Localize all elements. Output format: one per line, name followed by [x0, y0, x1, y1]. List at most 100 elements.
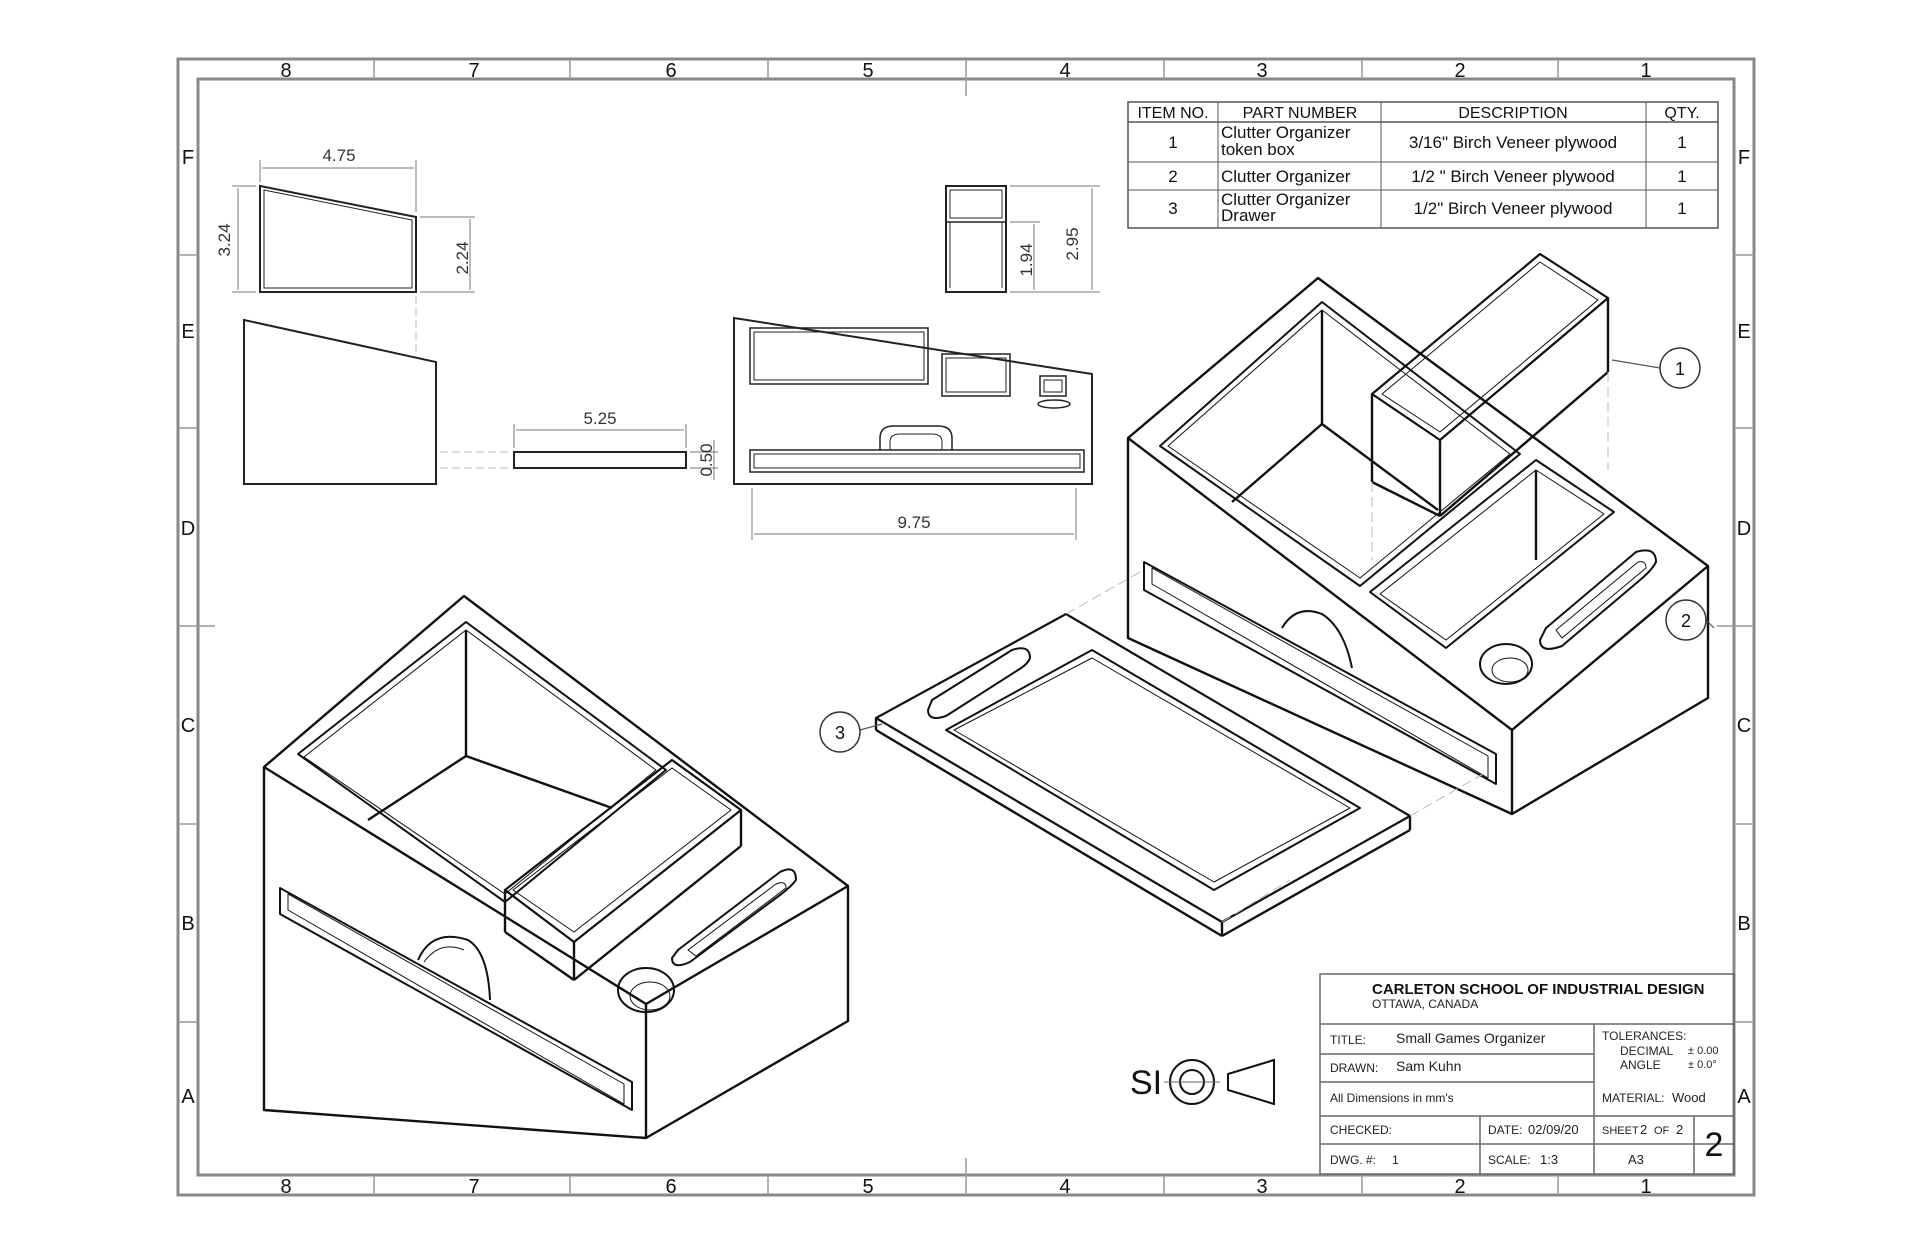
zone-col-5: 5 [862, 60, 873, 82]
zone-col-8: 8 [280, 60, 291, 82]
zone-row-A: A [181, 1086, 195, 1108]
tb-sheet-label: SHEET [1602, 1125, 1639, 1137]
balloon-3: 3 [819, 711, 883, 753]
dim-token-outer: 2.95 [1063, 227, 1082, 260]
tb-dwg: 1 [1392, 1153, 1399, 1167]
bom-row-1-qty: 1 [1677, 133, 1686, 152]
explode-lines [1065, 372, 1609, 923]
zone-row-C: C [181, 715, 195, 737]
dim-right-height: 2.24 [453, 241, 472, 274]
dim-top-width: 4.75 [322, 146, 355, 165]
dims-drawer [513, 424, 718, 480]
bom-row-3-item: 3 [1168, 199, 1177, 218]
front-view [733, 316, 1093, 485]
zone-col-1: 1 [1640, 60, 1651, 82]
tb-tolerances-label: TOLERANCES: [1602, 1029, 1686, 1043]
tb-scale-label: SCALE: [1488, 1153, 1531, 1167]
drawer-side-view [513, 451, 687, 469]
tb-angle-label: ANGLE [1620, 1058, 1661, 1072]
dim-drawer-width: 5.25 [583, 409, 616, 428]
bom-row-3-qty: 1 [1677, 199, 1686, 218]
zone-col-7: 7 [468, 60, 479, 82]
tb-date-label: DATE: [1488, 1123, 1522, 1137]
dims-top-view [232, 160, 475, 293]
tb-title: Small Games Organizer [1396, 1030, 1546, 1046]
side-view [243, 318, 437, 485]
dim-token-inner: 1.94 [1017, 243, 1036, 276]
zone-col-3: 3 [1256, 60, 1267, 82]
tb-sheet-big: 2 [1705, 1126, 1724, 1164]
tb-of-label: OF [1654, 1125, 1670, 1137]
tb-scale: 1:3 [1540, 1152, 1558, 1167]
zone-labels-right: F E D C B A [1737, 147, 1752, 1108]
zone-row-F-right: F [1738, 147, 1750, 169]
bom-table: ITEM NO. PART NUMBER DESCRIPTION QTY. 1 … [1127, 101, 1719, 229]
tb-paper-size: A3 [1628, 1152, 1644, 1167]
tb-material-label: MATERIAL: [1602, 1091, 1664, 1105]
tb-title-label: TITLE: [1330, 1033, 1366, 1047]
zone-row-A-right: A [1737, 1086, 1751, 1108]
bom-header-part: PART NUMBER [1243, 105, 1358, 122]
bom-row-3-part-2: Drawer [1221, 206, 1276, 225]
dim-drawer-thickness: 0.50 [697, 443, 716, 476]
zone-col-2-bottom: 2 [1454, 1176, 1465, 1198]
zone-row-E: E [181, 321, 194, 343]
bom-row-1-description: 3/16" Birch Veneer plywood [1409, 133, 1617, 152]
tb-decimal-label: DECIMAL [1620, 1044, 1674, 1058]
iso-assembled-view [262, 594, 850, 1140]
zone-row-E-right: E [1737, 321, 1750, 343]
token-box-side-view [945, 185, 1007, 293]
bom-header-item: ITEM NO. [1137, 105, 1208, 122]
projection-si-label: SI [1130, 1064, 1162, 1102]
zone-col-2: 2 [1454, 60, 1465, 82]
tb-decimal-value: ± 0.00 [1688, 1045, 1719, 1057]
zone-row-F: F [182, 147, 194, 169]
zone-ticks [178, 59, 1754, 1195]
tb-units-note: All Dimensions in mm's [1330, 1091, 1454, 1105]
iso-exploded-view [874, 252, 1710, 938]
bom-row-1-part: Clutter Organizer [1221, 123, 1351, 142]
bom-row-2-part: Clutter Organizer [1221, 167, 1351, 186]
dims-front [751, 488, 1077, 540]
projection-symbol: SI [1130, 1058, 1275, 1106]
first-angle-icon [1164, 1058, 1275, 1106]
balloon-1-label: 1 [1675, 359, 1685, 379]
dim-front-width: 9.75 [897, 513, 930, 532]
bom-header-description: DESCRIPTION [1458, 105, 1567, 122]
zone-row-D-right: D [1737, 518, 1751, 540]
balloon-1: 1 [1611, 347, 1701, 389]
tb-material: Wood [1672, 1090, 1706, 1105]
zone-col-8-bottom: 8 [280, 1176, 291, 1198]
zone-row-B-right: B [1737, 913, 1750, 935]
tb-drawn-label: DRAWN: [1330, 1061, 1378, 1075]
bom-row-3-description: 1/2" Birch Veneer plywood [1414, 199, 1613, 218]
tb-drawn: Sam Kuhn [1396, 1058, 1461, 1074]
zone-col-4-bottom: 4 [1059, 1176, 1070, 1198]
tb-angle-value: ± 0.0° [1688, 1059, 1717, 1071]
zone-labels-bottom: 8 7 6 5 4 3 2 1 [280, 1176, 1651, 1198]
zone-row-C-right: C [1737, 715, 1751, 737]
bom-row-1-item: 1 [1168, 133, 1177, 152]
zone-col-1-bottom: 1 [1640, 1176, 1651, 1198]
zone-col-3-bottom: 3 [1256, 1176, 1267, 1198]
bom-row-2-item: 2 [1168, 167, 1177, 186]
zone-col-7-bottom: 7 [468, 1176, 479, 1198]
title-block [1319, 973, 1735, 1175]
bom-row-1-part-2: token box [1221, 140, 1295, 159]
balloon-2-label: 2 [1681, 611, 1691, 631]
balloon-2: 2 [1665, 599, 1715, 641]
zone-col-4: 4 [1059, 60, 1070, 82]
dim-left-height: 3.24 [215, 223, 234, 256]
balloon-3-label: 3 [835, 723, 845, 743]
tb-school: CARLETON SCHOOL OF INDUSTRIAL DESIGN [1372, 981, 1705, 998]
bom-row-2-description: 1/2 " Birch Veneer plywood [1411, 167, 1615, 186]
zone-labels-left: F E D C B A [181, 147, 196, 1108]
tb-sheet-no: 2 [1640, 1122, 1647, 1137]
zone-labels-top: 8 7 6 5 4 3 2 1 [280, 60, 1651, 82]
top-view [259, 184, 417, 293]
zone-row-B: B [181, 913, 194, 935]
bom-row-3-part: Clutter Organizer [1221, 190, 1351, 209]
dims-token-box [1010, 185, 1100, 293]
projection-lines [415, 296, 510, 469]
